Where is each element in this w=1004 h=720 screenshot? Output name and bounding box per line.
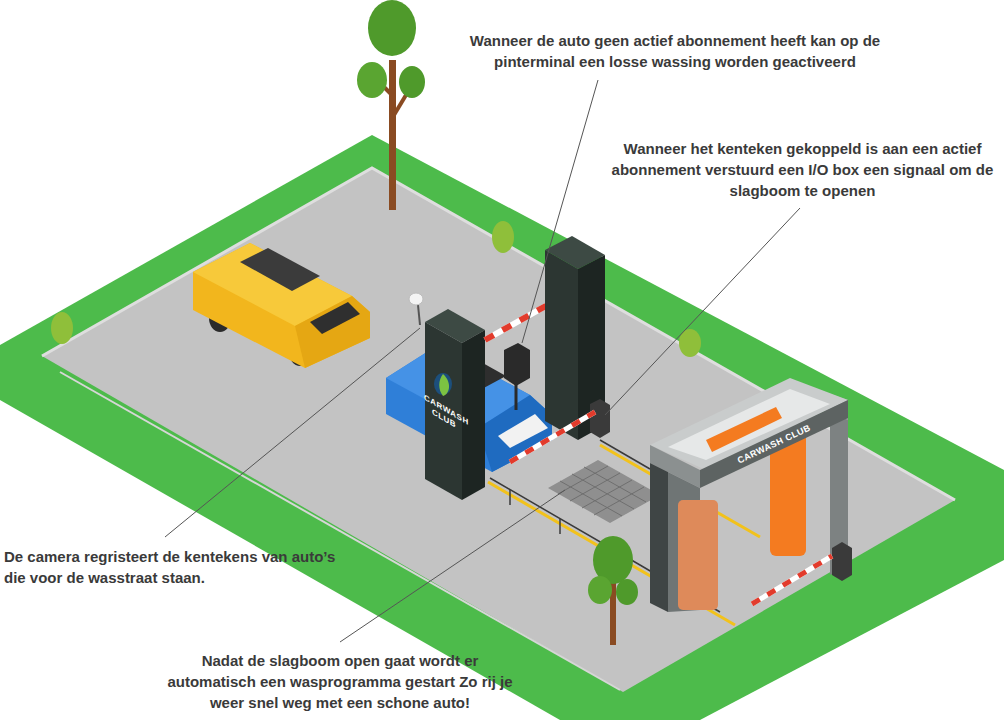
callout-note: De camera regristeert de kentekens van a… — [4, 546, 349, 588]
callout-note: Nadat de slagboom open gaat wordt er aut… — [160, 650, 520, 713]
callout-note: Wanneer de auto geen actief abonnement h… — [440, 30, 910, 72]
callout-note: Wanneer het kenteken gekoppeld is aan ee… — [605, 138, 1000, 201]
